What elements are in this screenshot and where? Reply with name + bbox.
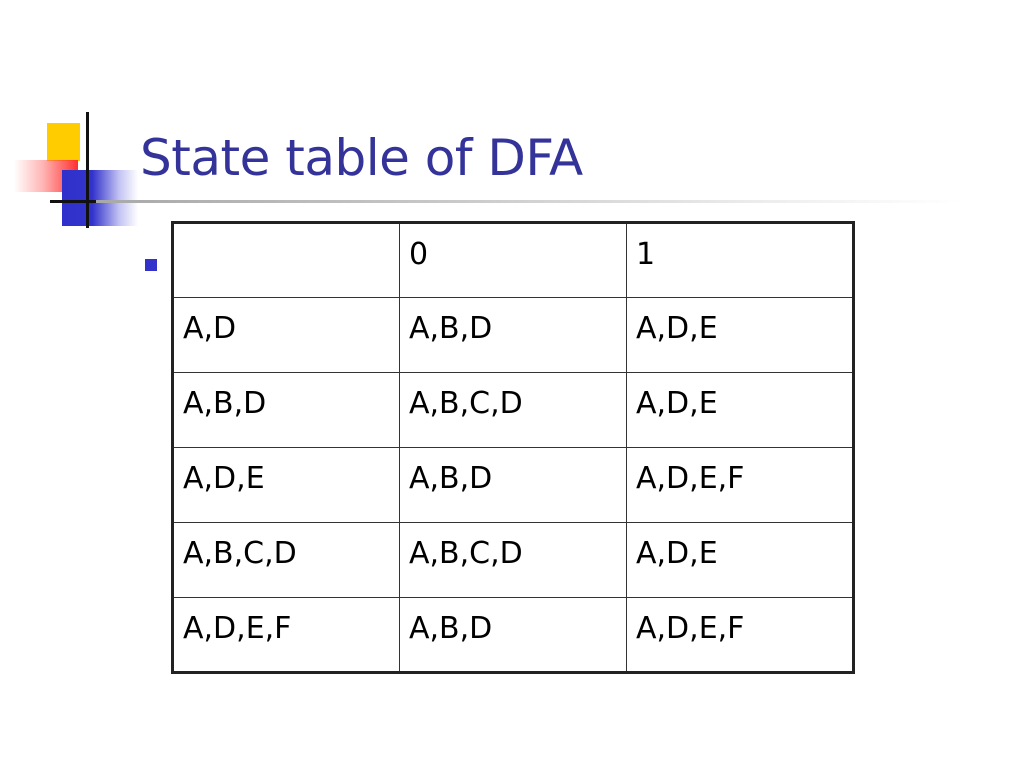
transition-cell-1: A,D,E xyxy=(626,372,855,448)
table-header-row: 0 1 xyxy=(171,221,855,298)
state-cell: A,D,E xyxy=(171,447,400,523)
transition-cell-1: A,D,E xyxy=(626,522,855,598)
decorative-blue-square xyxy=(62,170,138,226)
transition-cell-0: A,B,C,D xyxy=(399,372,627,448)
state-cell: A,B,C,D xyxy=(171,522,400,598)
decorative-horizontal-line xyxy=(50,200,130,203)
title-underline xyxy=(96,200,966,203)
slide-title: State table of DFA xyxy=(140,129,583,187)
state-cell: A,D xyxy=(171,297,400,373)
table-row: A,B,C,D A,B,C,D A,D,E xyxy=(171,522,855,598)
decorative-yellow-square xyxy=(47,123,80,161)
table-row: A,D,E A,B,D A,D,E,F xyxy=(171,447,855,523)
transition-cell-0: A,B,D xyxy=(399,597,627,674)
transition-cell-1: A,D,E,F xyxy=(626,447,855,523)
bullet-square-icon xyxy=(145,259,157,271)
transition-cell-0: A,B,C,D xyxy=(399,522,627,598)
table-row: A,B,D A,B,C,D A,D,E xyxy=(171,372,855,448)
header-cell-input-1: 1 xyxy=(626,221,855,298)
state-cell: A,D,E,F xyxy=(171,597,400,674)
header-cell-corner xyxy=(171,221,400,298)
table-row: A,D A,B,D A,D,E xyxy=(171,297,855,373)
header-cell-input-0: 0 xyxy=(399,221,627,298)
transition-cell-0: A,B,D xyxy=(399,297,627,373)
transition-cell-1: A,D,E xyxy=(626,297,855,373)
table-row: A,D,E,F A,B,D A,D,E,F xyxy=(171,597,855,674)
state-table: 0 1 A,D A,B,D A,D,E A,B,D A,B,C,D A,D,E … xyxy=(171,221,855,674)
state-cell: A,B,D xyxy=(171,372,400,448)
transition-cell-0: A,B,D xyxy=(399,447,627,523)
transition-cell-1: A,D,E,F xyxy=(626,597,855,674)
decorative-vertical-line xyxy=(86,112,89,228)
